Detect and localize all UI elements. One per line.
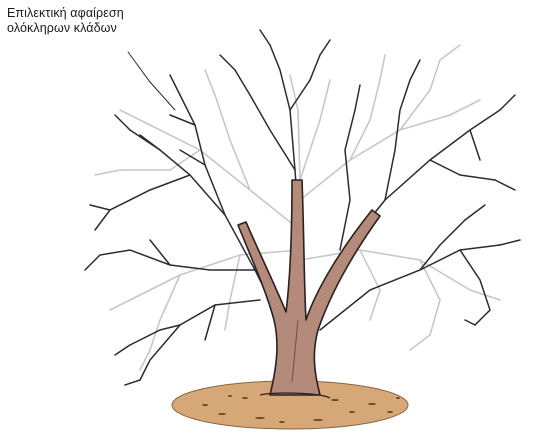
tree-trunk (238, 180, 380, 398)
